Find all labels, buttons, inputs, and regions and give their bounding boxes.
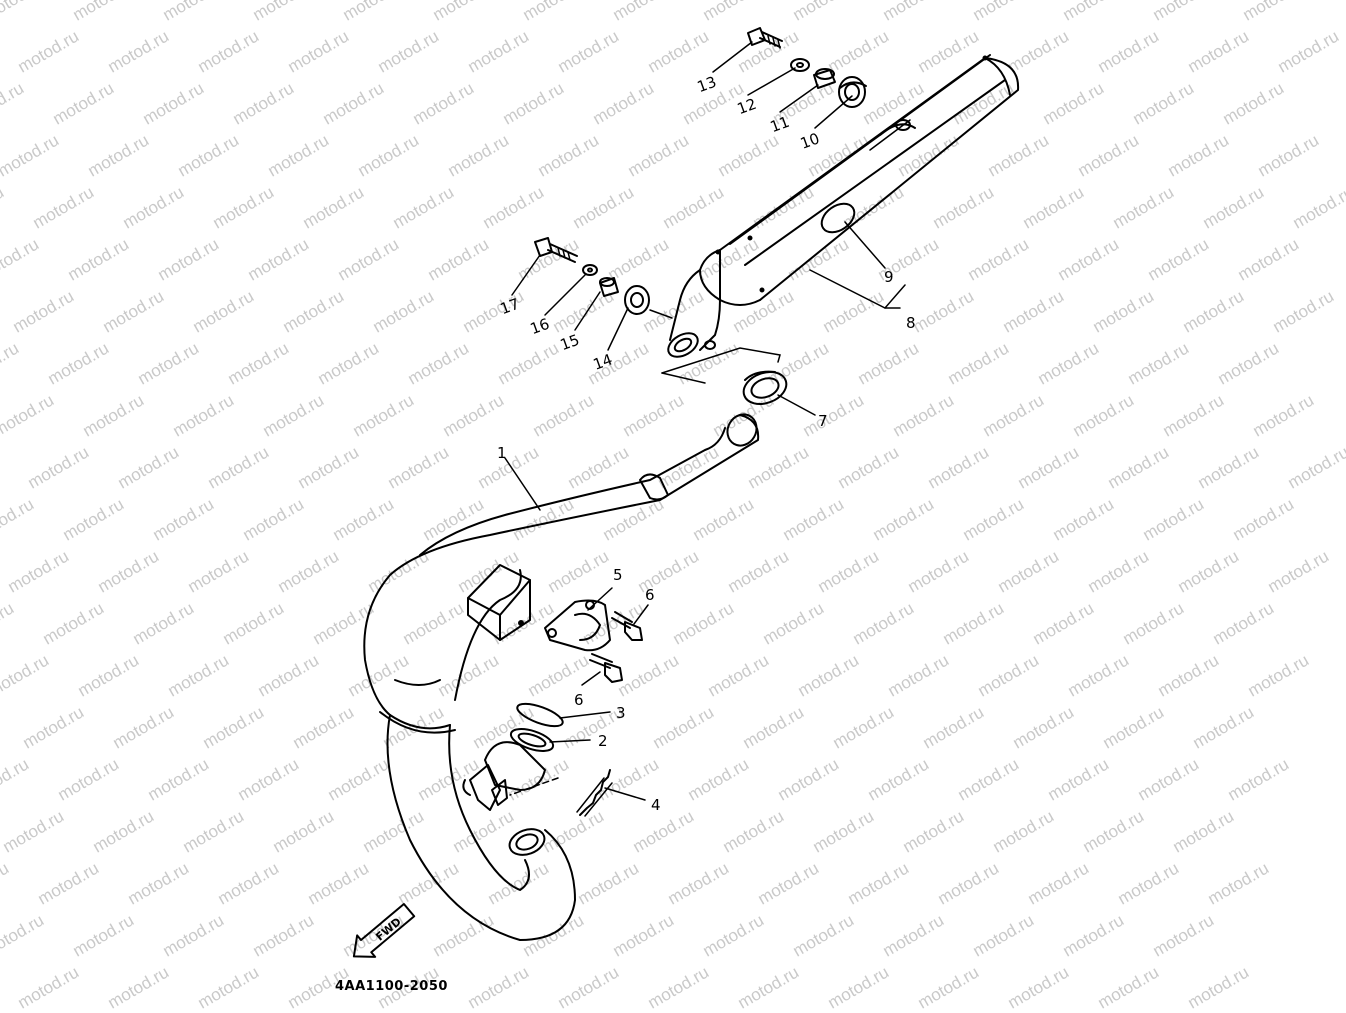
callout-17: 17 [498, 295, 522, 318]
gasket-7 [742, 370, 788, 405]
silencer-joint-outline [661, 347, 781, 374]
silencer-joint-outline-lower [661, 372, 706, 384]
bolt-6-lower [589, 653, 623, 683]
grommet-10 [838, 76, 867, 108]
callout-15: 15 [558, 331, 582, 354]
bolt-17 [534, 237, 578, 263]
callout-4: 4 [651, 796, 661, 814]
callout-6-lower: 6 [574, 691, 584, 709]
callout-13: 13 [695, 73, 719, 96]
callout-9: 9 [884, 268, 894, 286]
manifold-joint [462, 741, 546, 811]
callout-10: 10 [798, 129, 822, 152]
callout-8: 8 [906, 314, 916, 332]
fwd-arrow: FWD [352, 903, 416, 958]
callout-11: 11 [768, 113, 792, 136]
spring-4 [576, 769, 613, 817]
silencer [667, 54, 1020, 358]
gasket-3 [516, 702, 564, 728]
callout-7: 7 [818, 412, 828, 430]
callout-3: 3 [616, 704, 626, 722]
leader-lines [504, 41, 906, 801]
washer-16 [582, 264, 598, 276]
callout-labels: 1 2 3 4 5 6 6 7 8 9 10 11 12 13 14 15 16… [497, 73, 916, 814]
callout-2: 2 [598, 732, 608, 750]
callout-12: 12 [735, 95, 759, 118]
diagram-code: 4AA1100-2050 [335, 979, 448, 994]
collar-11 [813, 68, 836, 89]
callout-5: 5 [613, 566, 623, 584]
bolt-13 [747, 27, 783, 49]
exhaust-pipe [363, 413, 760, 941]
callout-1: 1 [497, 444, 507, 462]
callout-14: 14 [591, 350, 615, 373]
callout-6-upper: 6 [645, 586, 655, 604]
gasket-2 [509, 728, 555, 752]
collar-15 [599, 277, 619, 297]
bolt-6-upper [611, 611, 643, 641]
grommet-14 [624, 285, 650, 315]
callout-16: 16 [528, 315, 552, 338]
washer-12 [790, 58, 810, 72]
bracket-5 [544, 599, 611, 652]
